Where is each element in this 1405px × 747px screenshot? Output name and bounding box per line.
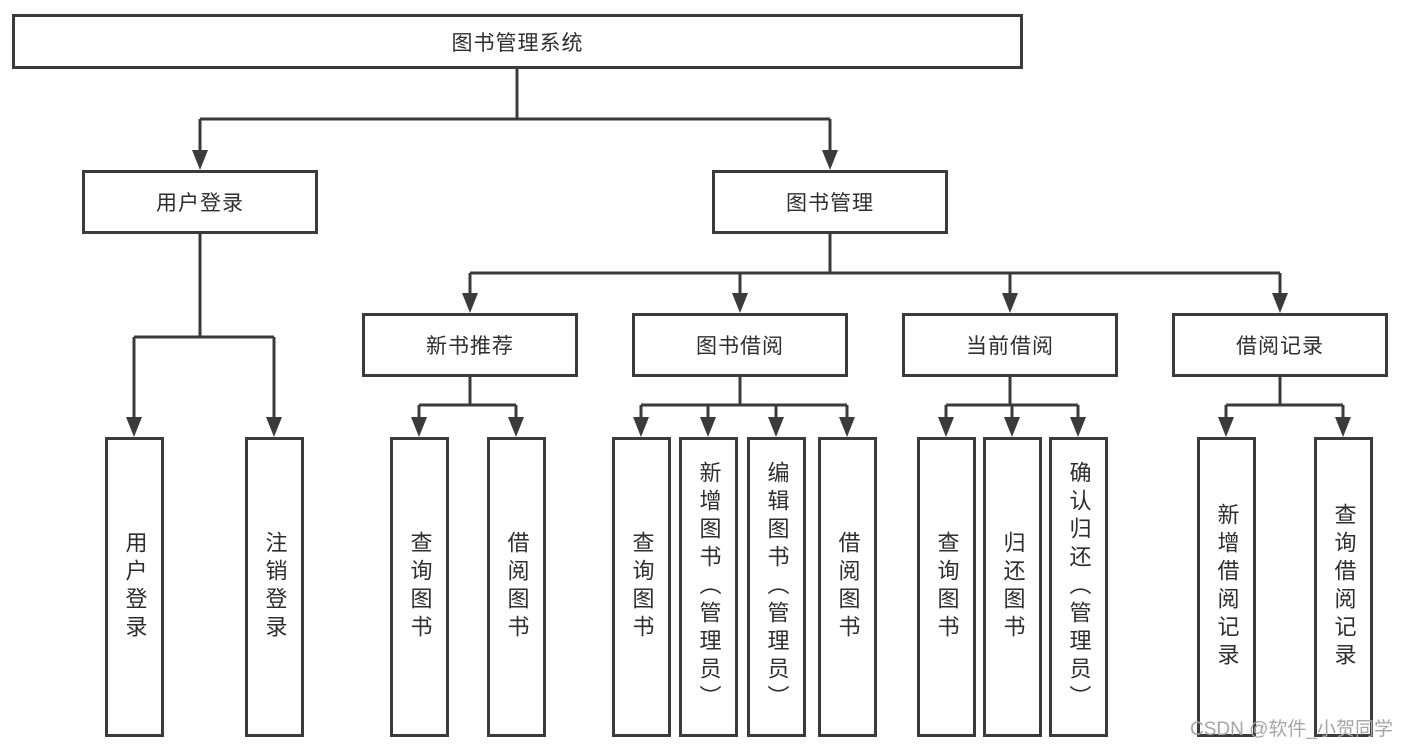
leaf-user-login: 用户登录 bbox=[105, 437, 164, 737]
arrowheads bbox=[126, 150, 1351, 437]
leaf-records-query-borrow-record: 查询借阅记录 bbox=[1314, 437, 1373, 737]
node-borrowing-records: 借阅记录 bbox=[1172, 313, 1388, 377]
leaf-current-return-books: 归还图书 bbox=[983, 437, 1042, 737]
node-current-borrowing: 当前借阅 bbox=[902, 313, 1118, 377]
node-book-management-group: 图书管理 bbox=[712, 170, 948, 234]
leaf-recommend-borrow-books: 借阅图书 bbox=[487, 437, 546, 737]
leaf-borrowing-edit-book-admin: 编辑图书（管理员） bbox=[747, 437, 806, 737]
leaf-borrowing-add-book-admin: 新增图书（管理员） bbox=[679, 437, 738, 737]
leaf-records-add-borrow-record: 新增借阅记录 bbox=[1197, 437, 1256, 737]
connector-segments bbox=[132, 69, 1345, 421]
leaf-current-confirm-return-admin: 确认归还（管理员） bbox=[1049, 437, 1108, 737]
leaf-borrowing-borrow-books: 借阅图书 bbox=[818, 437, 877, 737]
node-user-login-group: 用户登录 bbox=[82, 170, 318, 234]
node-new-book-recommend: 新书推荐 bbox=[362, 313, 578, 377]
leaf-borrowing-query-books: 查询图书 bbox=[612, 437, 671, 737]
leaf-recommend-query-books: 查询图书 bbox=[390, 437, 449, 737]
leaf-logout: 注销登录 bbox=[245, 437, 304, 737]
node-library-management-system: 图书管理系统 bbox=[12, 14, 1023, 69]
node-book-borrowing: 图书借阅 bbox=[632, 313, 848, 377]
leaf-current-query-books: 查询图书 bbox=[917, 437, 976, 737]
